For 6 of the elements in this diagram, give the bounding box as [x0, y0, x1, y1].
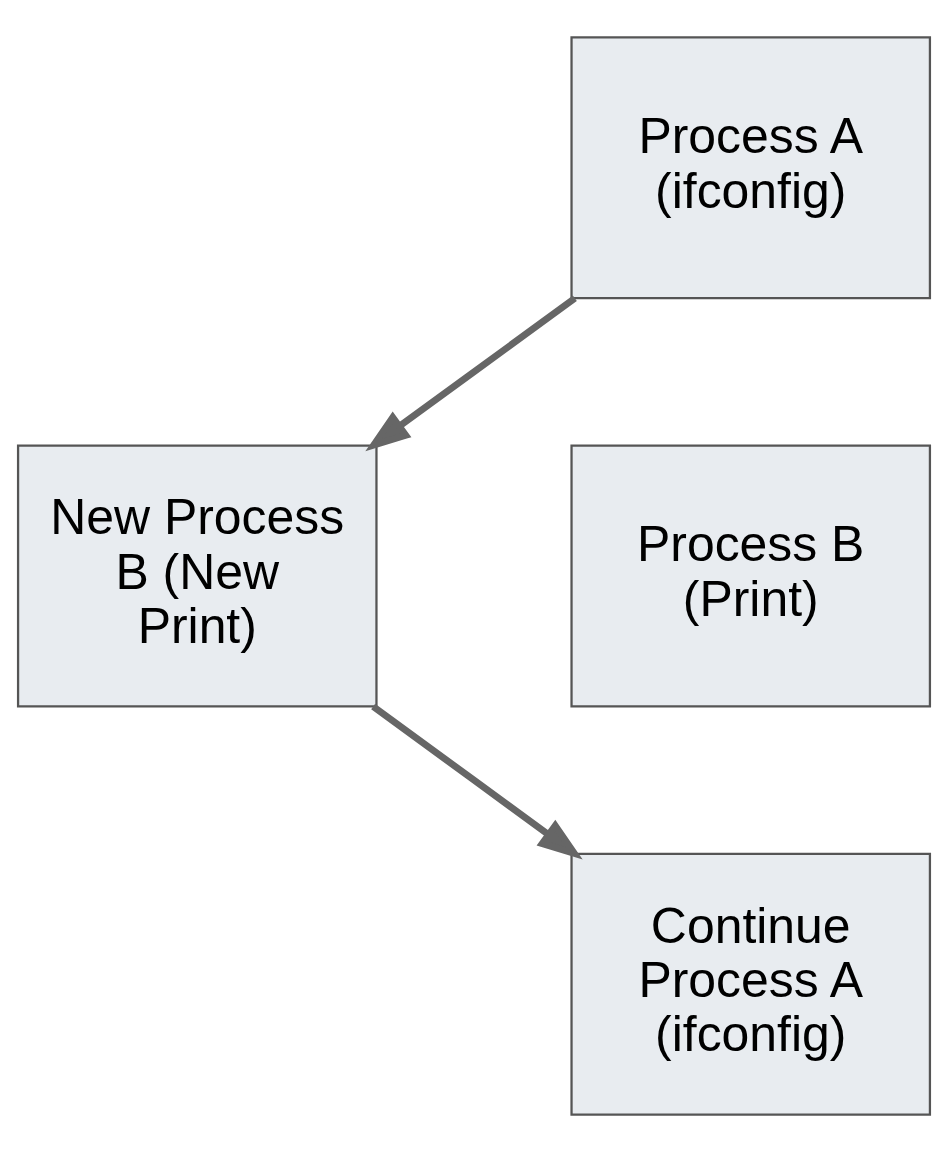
- node-box: Continue Process A (ifconfig): [569, 852, 931, 1116]
- node-box: Process B (Print): [569, 443, 931, 708]
- arrow: [370, 703, 583, 859]
- node-box: New Process B (New Print): [16, 443, 378, 708]
- arrow: [364, 295, 577, 451]
- node-box: Process A (ifconfig): [569, 35, 931, 299]
